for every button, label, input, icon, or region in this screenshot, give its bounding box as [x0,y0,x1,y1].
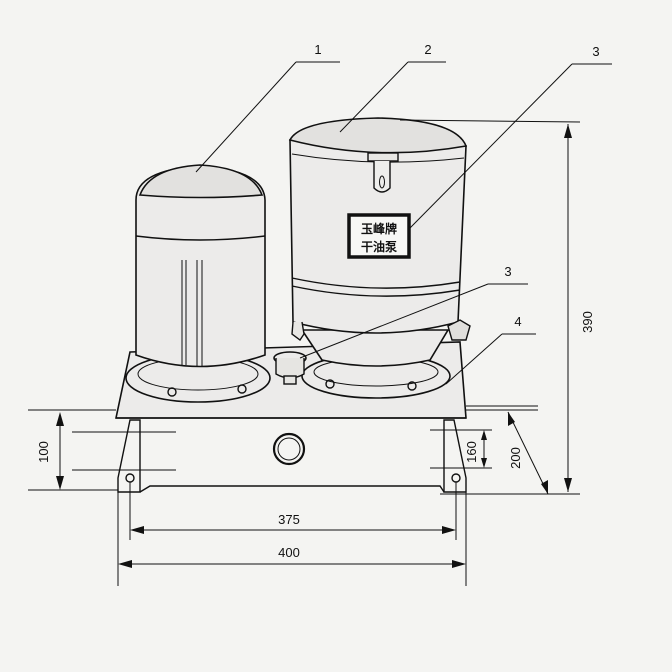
part-label-3-mid: 3 [504,264,511,279]
leader-2 [339,61,409,133]
latch-slot [379,175,385,189]
arrow-160-bottom [481,458,487,468]
part-label-3-top: 3 [592,44,599,59]
outlet-port [272,432,306,466]
arrow-390-top [564,124,572,138]
leader-1 [195,61,297,173]
dim-160-text: 160 [464,441,479,463]
motor-bolt-2 [237,384,247,394]
dim-390: 390 [399,119,595,495]
gauge-body [275,358,305,379]
reservoir-bolt-1 [325,379,335,389]
dim-160: 160 [430,429,492,469]
bolt-hole-left [125,473,135,483]
arrow-100-top [56,412,64,426]
reservoir-lid [288,117,468,154]
leaders [195,61,612,385]
ext-line-top [399,119,581,123]
latch-top [367,152,399,162]
dim-200: 200 [507,411,549,495]
reservoir-band-2 [291,285,461,297]
part-label-1: 1 [314,42,321,57]
reservoir-bolt-2 [407,381,417,391]
fitting-left [291,321,305,342]
motor [125,164,271,403]
motor-bolt-1 [167,387,177,397]
arrow-390-bottom [564,478,572,492]
dim-390-text: 390 [580,311,595,333]
outlet-port-inner [277,437,301,461]
leader-3b [299,283,489,359]
dim-100: 100 [28,412,176,491]
base-channel [139,485,445,493]
part-label-4: 4 [514,314,521,329]
arrow-400-right [452,560,466,568]
arrow-400-left [118,560,132,568]
leader-3a [409,63,573,229]
arrow-100-bottom [56,476,64,490]
fitting-right [447,319,471,341]
gauge-stem [283,375,297,385]
motor-body [135,165,266,368]
dim-200-line [507,411,549,495]
dim-400: 400 [117,492,467,586]
nameplate: 玉峰牌 干油泵 [347,213,411,259]
dim-400-text: 400 [278,545,300,560]
leg-left [117,419,141,493]
arrow-200-top [508,412,515,426]
nameplate-frame [347,213,411,259]
leg-right [443,419,467,493]
nameplate-line1: 玉峰牌 [361,221,397,236]
pump-housing [300,329,450,367]
dim-375-text: 375 [278,512,300,527]
part-label-2: 2 [424,42,431,57]
gauge-valve [273,351,307,385]
motor-band [135,235,266,241]
leader-4 [445,333,503,385]
motor-cap [138,164,264,199]
nameplate-line2: 干油泵 [361,239,397,254]
dim-100-text: 100 [36,441,51,463]
arrow-200-bottom [541,480,548,494]
dim-375: 375 [129,482,457,540]
arrow-375-left [130,526,144,534]
arrow-160-top [481,430,487,440]
bolt-hole-right [451,473,461,483]
reservoir-band-1 [291,277,461,289]
arrow-375-right [442,526,456,534]
dim-200-text: 200 [508,447,523,469]
